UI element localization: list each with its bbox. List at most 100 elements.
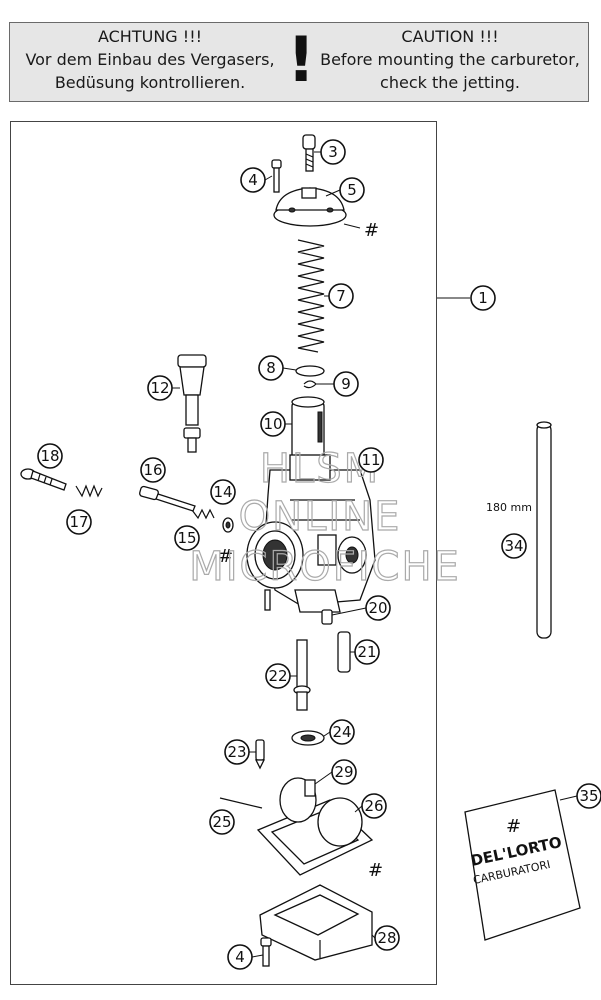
svg-text:25: 25 bbox=[212, 813, 231, 831]
idle-screw-part-16 bbox=[139, 485, 196, 512]
callout-3: 3 bbox=[320, 139, 346, 165]
leader-line bbox=[282, 367, 297, 371]
svg-text:3: 3 bbox=[328, 143, 338, 161]
svg-text:24: 24 bbox=[332, 723, 351, 741]
hash-symbol: # bbox=[364, 220, 379, 241]
leader-line bbox=[325, 189, 341, 197]
float-needle-part-23 bbox=[254, 739, 266, 770]
float-pin-part-25 bbox=[219, 797, 263, 809]
svg-text:8: 8 bbox=[266, 359, 276, 377]
svg-text:26: 26 bbox=[364, 797, 383, 815]
jet-part-20 bbox=[321, 609, 333, 625]
leader-line bbox=[371, 934, 376, 939]
caution-german: ACHTUNG !!! Vor dem Einbau des Vergasers… bbox=[10, 25, 290, 94]
callout-22: 22 bbox=[265, 663, 291, 689]
carburetor-body bbox=[246, 454, 376, 613]
screw-part-4-bottom bbox=[260, 937, 272, 967]
callout-4-bottom: 4 bbox=[227, 944, 253, 970]
svg-text:11: 11 bbox=[361, 451, 380, 469]
o-ring-hole bbox=[225, 521, 231, 529]
callout-34: 34 bbox=[501, 533, 527, 559]
hash-symbol: # bbox=[506, 816, 521, 837]
callout-16: 16 bbox=[140, 457, 166, 483]
leader-line bbox=[331, 607, 367, 616]
callout-15: 15 bbox=[174, 525, 200, 551]
choke-adjuster-part-12 bbox=[177, 354, 207, 453]
svg-text:9: 9 bbox=[341, 375, 351, 393]
caution-german-line2: Bedüsung kontrollieren. bbox=[54, 73, 246, 92]
leader-line bbox=[323, 731, 331, 737]
caution-english-line1: Before mounting the carburetor, bbox=[320, 50, 580, 69]
svg-text:7: 7 bbox=[336, 287, 346, 305]
callout-26: 26 bbox=[361, 793, 387, 819]
spring-part-7 bbox=[297, 239, 325, 353]
hash-symbol: # bbox=[368, 860, 383, 881]
caution-german-line1: Vor dem Einbau des Vergasers, bbox=[25, 50, 275, 69]
callout-9: 9 bbox=[333, 371, 359, 397]
leader-line bbox=[354, 805, 363, 813]
valve-seat-part-24 bbox=[291, 730, 325, 746]
washer-part-8 bbox=[295, 365, 325, 377]
atomizer-part-21 bbox=[337, 631, 351, 673]
leader-line bbox=[343, 223, 361, 229]
callout-10: 10 bbox=[260, 411, 286, 437]
svg-text:4: 4 bbox=[248, 171, 258, 189]
svg-text:1: 1 bbox=[478, 289, 488, 307]
float-bowl-part-28 bbox=[259, 884, 373, 961]
leader-line bbox=[251, 954, 264, 958]
svg-text:20: 20 bbox=[368, 599, 387, 617]
mixture-screw-part-18 bbox=[20, 468, 67, 491]
callout-35: 35 bbox=[576, 783, 601, 809]
svg-text:35: 35 bbox=[579, 787, 598, 805]
svg-text:12: 12 bbox=[150, 379, 169, 397]
callout-20: 20 bbox=[365, 595, 391, 621]
watermark-line2: ONLINE bbox=[239, 494, 402, 540]
caution-english-line2: check the jetting. bbox=[380, 73, 520, 92]
vent-tube-part-34 bbox=[536, 421, 552, 639]
svg-text:23: 23 bbox=[227, 743, 246, 761]
callout-18: 18 bbox=[37, 443, 63, 469]
hash-symbol: # bbox=[218, 546, 233, 567]
leader-line bbox=[264, 175, 273, 181]
svg-text:22: 22 bbox=[268, 667, 287, 685]
callout-4-top: 4 bbox=[240, 167, 266, 193]
caution-english-title: CAUTION !!! bbox=[401, 27, 499, 46]
jet-kit-bag-part-35: # DEL'LORTO CARBURATORI bbox=[464, 789, 581, 941]
svg-text:17: 17 bbox=[69, 513, 88, 531]
svg-text:29: 29 bbox=[334, 763, 353, 781]
cover-cap-part-5 bbox=[273, 187, 347, 227]
callout-14: 14 bbox=[210, 479, 236, 505]
callout-1: 1 bbox=[470, 285, 496, 311]
watermark-line1: HLSM bbox=[260, 446, 380, 492]
callout-24: 24 bbox=[329, 719, 355, 745]
svg-text:21: 21 bbox=[357, 643, 376, 661]
svg-text:4: 4 bbox=[235, 948, 245, 966]
callout-23: 23 bbox=[224, 739, 250, 765]
svg-text:34: 34 bbox=[504, 537, 523, 555]
callout-8: 8 bbox=[258, 355, 284, 381]
svg-text:14: 14 bbox=[213, 483, 232, 501]
callout-17: 17 bbox=[66, 509, 92, 535]
callout-11: 11 bbox=[358, 447, 384, 473]
screw-part-4-top bbox=[271, 159, 282, 193]
svg-text:16: 16 bbox=[143, 461, 162, 479]
needle-jet-part-22 bbox=[293, 639, 311, 711]
callout-25: 25 bbox=[209, 809, 235, 835]
svg-text:28: 28 bbox=[377, 929, 396, 947]
svg-text:15: 15 bbox=[177, 529, 196, 547]
svg-text:18: 18 bbox=[40, 447, 59, 465]
spring-part-15 bbox=[191, 508, 215, 520]
callout-21: 21 bbox=[354, 639, 380, 665]
caution-german-title: ACHTUNG !!! bbox=[97, 27, 203, 46]
caution-banner: ACHTUNG !!! Vor dem Einbau des Vergasers… bbox=[9, 22, 589, 102]
tube-length-label: 180 mm bbox=[486, 501, 532, 514]
svg-text:10: 10 bbox=[263, 415, 282, 433]
caution-english: CAUTION !!! Before mounting the carburet… bbox=[310, 25, 590, 94]
svg-text:5: 5 bbox=[347, 181, 357, 199]
callout-29: 29 bbox=[331, 759, 357, 785]
leader-line bbox=[559, 795, 578, 801]
callout-5: 5 bbox=[339, 177, 365, 203]
callout-7: 7 bbox=[328, 283, 354, 309]
watermark-line3: MICROFICHE bbox=[189, 544, 461, 590]
